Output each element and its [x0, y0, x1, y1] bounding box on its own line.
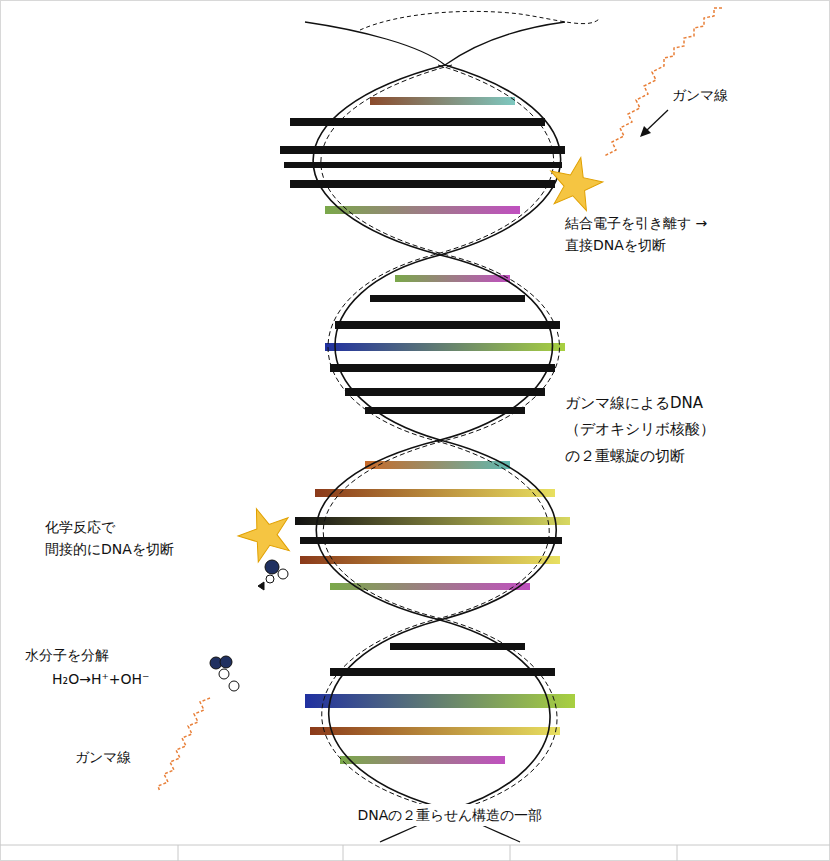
gamma-ray-wave: [604, 8, 722, 156]
impact-star: [231, 500, 298, 566]
backbone-strands: [305, 11, 600, 842]
axis-ticks: [0, 845, 830, 861]
radical-molecule: [258, 560, 288, 590]
figure-caption-label: DNAの２重らせん構造の一部: [355, 804, 546, 826]
chemical-equation: H₂O→H⁺+OH⁻: [52, 668, 149, 690]
water-radiolysis-label: 水分子を分解: [25, 644, 109, 666]
description-note: ガンマ線によるDNA （デオキシリボ核酸） の２重螺旋の切断: [565, 390, 755, 469]
water-molecule: [210, 656, 239, 691]
pointer-arrow: [640, 110, 668, 137]
gamma-ray-label: ガンマ線: [672, 84, 728, 106]
impact-star: [544, 152, 607, 213]
direct-effect-note: 結合電子を引き離す →直接DNAを切断: [565, 212, 765, 257]
gamma-ray-label: ガンマ線: [75, 746, 131, 768]
gamma-ray-wave: [158, 698, 210, 792]
indirect-effect-note: 化学反応で 間接的にDNAを切断: [45, 516, 230, 561]
